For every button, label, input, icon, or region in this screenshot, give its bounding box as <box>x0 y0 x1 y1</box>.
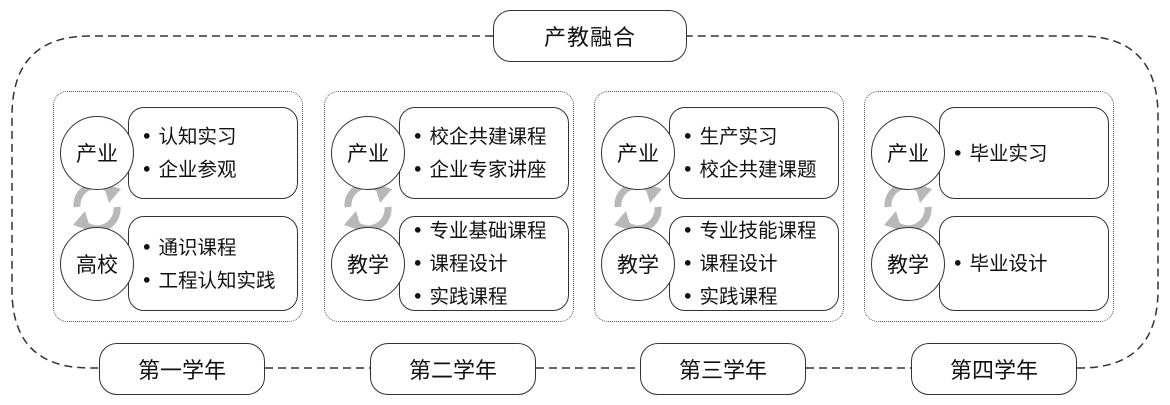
list-item: 企业专家讲座 <box>412 153 568 186</box>
list-item: 毕业设计 <box>952 247 1108 280</box>
year-label: 第一学年 <box>137 359 226 384</box>
list-item: 专业基础课程 <box>412 214 568 247</box>
list-item: 认知实习 <box>141 120 297 153</box>
circle-label: 教学 <box>617 252 659 277</box>
list-item: 毕业实习 <box>952 137 1108 170</box>
list-item: 企业参观 <box>141 153 297 186</box>
stage-panel-3: 生产实习校企共建课题产业专业技能课程课程设计实践课程教学 <box>594 91 844 322</box>
list-item: 实践课程 <box>682 280 838 313</box>
circle-label: 产业 <box>76 142 118 166</box>
circle-label: 教学 <box>887 252 929 277</box>
education-activities-box: 专业技能课程课程设计实践课程 <box>669 216 839 311</box>
circle-label: 产业 <box>617 142 659 166</box>
industry-circle: 产业 <box>871 116 945 190</box>
list-item: 工程认知实践 <box>141 264 297 297</box>
cycle-arrowhead-lower <box>344 211 362 231</box>
list-item: 课程设计 <box>682 247 838 280</box>
industry-activities-box: 毕业实习 <box>939 107 1109 199</box>
list-item: 课程设计 <box>412 247 568 280</box>
year-label: 第三学年 <box>678 359 767 384</box>
year-box-1: 第一学年 <box>99 343 265 395</box>
industry-circle: 产业 <box>601 116 675 190</box>
list-item: 通识课程 <box>141 231 297 264</box>
education-activities-box: 毕业设计 <box>939 216 1109 311</box>
year-label: 第四学年 <box>949 359 1038 384</box>
industry-activities-box: 校企共建课程企业专家讲座 <box>399 107 569 199</box>
list-item: 校企共建课题 <box>682 153 838 186</box>
industry-circle: 产业 <box>60 116 134 190</box>
title-text: 产教融合 <box>543 26 636 51</box>
title-box: 产教融合 <box>493 10 687 62</box>
circle-label: 教学 <box>347 252 389 277</box>
list-item: 校企共建课程 <box>412 120 568 153</box>
industry-activities-box: 认知实习企业参观 <box>128 107 298 199</box>
outer-dashed-loop <box>11 35 1159 369</box>
industry-activities-box: 生产实习校企共建课题 <box>669 107 839 199</box>
list-item: 实践课程 <box>412 280 568 313</box>
year-label: 第二学年 <box>408 359 497 384</box>
education-activities-box: 通识课程工程认知实践 <box>128 216 298 311</box>
education-activities-box: 专业基础课程课程设计实践课程 <box>399 216 569 311</box>
stage-panel-4: 毕业实习产业毕业设计教学 <box>864 91 1114 322</box>
year-box-2: 第二学年 <box>370 343 536 395</box>
education-circle: 教学 <box>871 226 945 301</box>
stage-panel-2: 校企共建课程企业专家讲座产业专业基础课程课程设计实践课程教学 <box>324 91 574 322</box>
education-circle: 教学 <box>331 226 405 301</box>
cycle-arrowhead-lower <box>614 211 632 231</box>
year-box-3: 第三学年 <box>640 343 806 395</box>
stage-panel-1: 认知实习企业参观产业通识课程工程认知实践高校 <box>53 91 303 322</box>
circle-label: 产业 <box>347 142 389 166</box>
education-circle: 教学 <box>601 226 675 301</box>
industry-circle: 产业 <box>331 116 405 190</box>
cycle-arrowhead-lower <box>884 211 902 231</box>
list-item: 生产实习 <box>682 120 838 153</box>
year-box-4: 第四学年 <box>911 343 1077 395</box>
list-item: 专业技能课程 <box>682 214 838 247</box>
education-circle: 高校 <box>60 226 134 301</box>
circle-label: 产业 <box>887 142 929 166</box>
circle-label: 高校 <box>76 252 118 277</box>
cycle-arrowhead-lower <box>73 211 91 231</box>
